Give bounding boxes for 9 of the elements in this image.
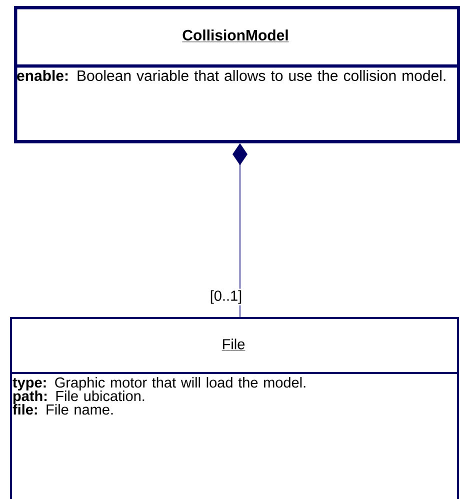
class-box [14, 6, 460, 144]
class-name: File [222, 338, 246, 351]
class-name: CollisionModel [182, 30, 290, 42]
attribute-text: type: Graphic motor that will load the model. [12, 377, 306, 391]
class-box [10, 317, 459, 499]
attribute-text: path: File ubication. [13, 390, 144, 404]
multiplicity-label: [0..1] [208, 288, 244, 306]
attribute-text: enable: Boolean variable that allows to use the collision model. [17, 70, 446, 81]
attribute-text: file: File name. [12, 404, 113, 415]
